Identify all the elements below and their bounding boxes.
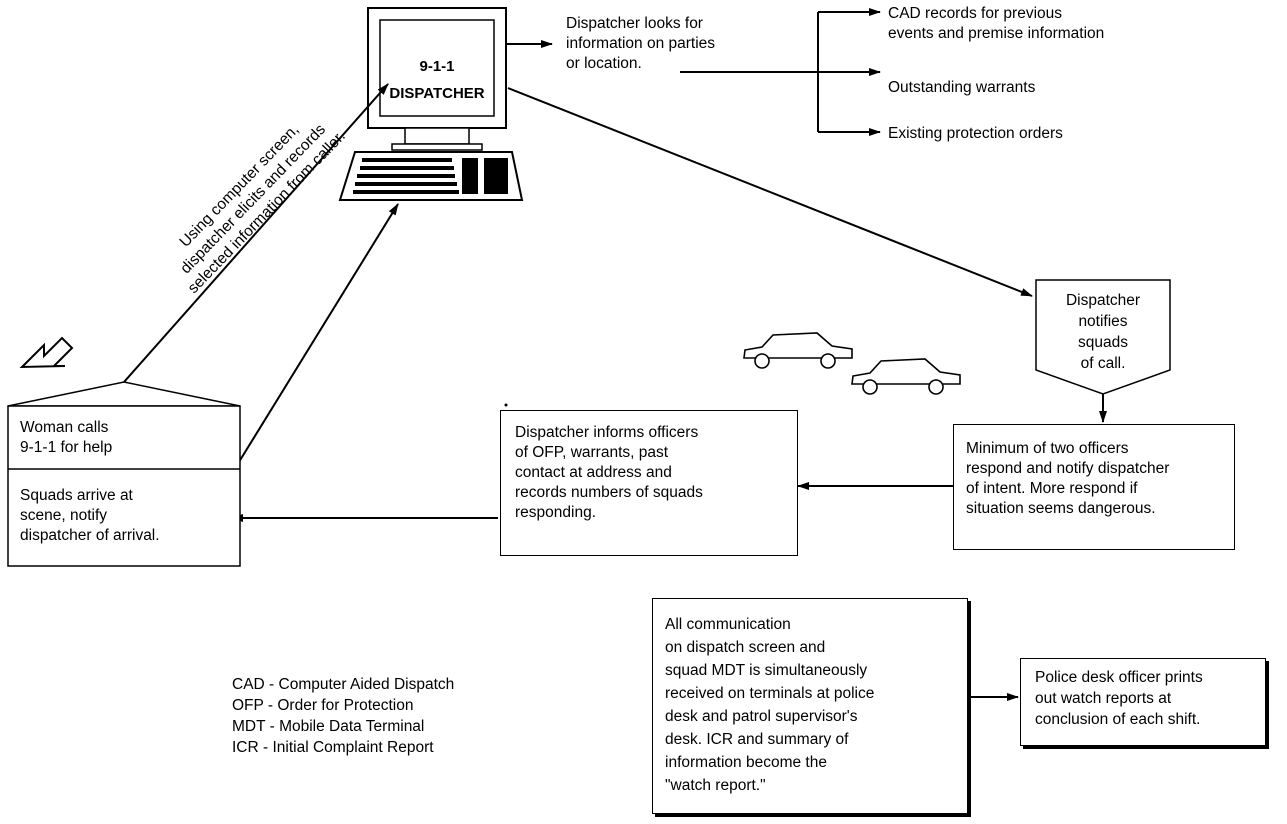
abbreviation-legend: CAD - Computer Aided Dispatch OFP - Orde… [232, 674, 454, 758]
text-line: of intent. More respond if [966, 480, 1138, 497]
text-line: Police desk officer prints [1035, 669, 1203, 686]
source-cad-records: CAD records for previous events and prem… [888, 4, 1104, 44]
text-line: squad MDT is simultaneously [665, 662, 868, 679]
text-line: received on terminals at police [665, 685, 875, 702]
source-protection-orders: Existing protection orders [888, 124, 1063, 144]
text-line: Woman calls [20, 419, 109, 436]
text-line: Dispatcher [1065, 292, 1141, 309]
legend-item: MDT - Mobile Data Terminal [232, 718, 425, 735]
desk-officer-box: Police desk officer prints out watch rep… [1020, 658, 1266, 746]
notify-squads-text: Dispatcher notifies squads of call. [1036, 290, 1170, 374]
source-warrants: Outstanding warrants [888, 78, 1035, 98]
text-line: information on parties [566, 35, 716, 52]
text-line: or location. [566, 55, 642, 72]
sources-bracket [817, 8, 881, 136]
text-line: contact at address and [515, 464, 672, 481]
text-line: "watch report." [665, 777, 766, 794]
notify-squads-box [1035, 279, 1171, 395]
text-line: on dispatch screen and [665, 639, 826, 656]
squad-car-icon [743, 332, 853, 369]
legend-item: ICR - Initial Complaint Report [232, 739, 434, 756]
text-line: 9-1-1 for help [20, 439, 113, 456]
arrow-house-to-monitor [123, 83, 389, 383]
text-line: CAD records for previous [888, 5, 1063, 22]
inform-officers-box: Dispatcher informs officers of OFP, warr… [500, 410, 798, 556]
text-line: desk. ICR and summary of [665, 731, 849, 748]
dispatcher-label-line: DISPATCHER [389, 85, 485, 102]
house-box [7, 381, 241, 567]
text-line: Existing protection orders [888, 125, 1063, 142]
woman-calls-text: Woman calls 9-1-1 for help [20, 418, 112, 458]
text-line: Dispatcher looks for [566, 15, 703, 32]
legend-item: OFP - Order for Protection [232, 697, 414, 714]
text-line: scene, notify [20, 507, 108, 524]
text-line: Squads arrive at [20, 487, 133, 504]
text-line: of OFP, warrants, past [515, 444, 669, 461]
text-line: of call. [1080, 355, 1126, 372]
stray-mark [504, 403, 508, 407]
text-line: dispatcher of arrival. [20, 527, 160, 544]
text-line: out watch reports at [1035, 690, 1172, 707]
pointer-arrow-icon [19, 336, 74, 369]
text-line: situation seems dangerous. [966, 500, 1156, 517]
text-line: records numbers of squads [515, 484, 703, 501]
computer-terminal-icon [338, 7, 524, 201]
text-line: respond and notify dispatcher [966, 460, 1170, 477]
text-line: Minimum of two officers [966, 440, 1129, 457]
dispatcher-label-line: 9-1-1 [419, 58, 455, 75]
text-line: notifies [1078, 313, 1128, 330]
lookup-text: Dispatcher looks for information on part… [566, 14, 715, 74]
squad-car-icon [851, 358, 961, 395]
arrow-squads-to-keyboard [233, 203, 399, 471]
text-line: desk and patrol supervisor's [665, 708, 858, 725]
legend-item: CAD - Computer Aided Dispatch [232, 676, 455, 693]
text-line: All communication [665, 616, 791, 633]
officers-respond-box: Minimum of two officers respond and noti… [953, 424, 1235, 550]
text-line: events and premise information [888, 25, 1105, 42]
dispatcher-screen-label: 9-1-1 DISPATCHER [380, 58, 494, 102]
text-line: information become the [665, 754, 827, 771]
arrow-to-notify-squads [507, 87, 1033, 297]
text-line: squads [1078, 334, 1128, 351]
text-line: responding. [515, 504, 597, 521]
text-line: conclusion of each shift. [1035, 711, 1201, 728]
squads-arrive-text: Squads arrive at scene, notify dispatche… [20, 486, 160, 546]
communication-box: All communication on dispatch screen and… [652, 598, 968, 814]
text-line: Dispatcher informs officers [515, 424, 699, 441]
text-line: Outstanding warrants [888, 79, 1036, 96]
